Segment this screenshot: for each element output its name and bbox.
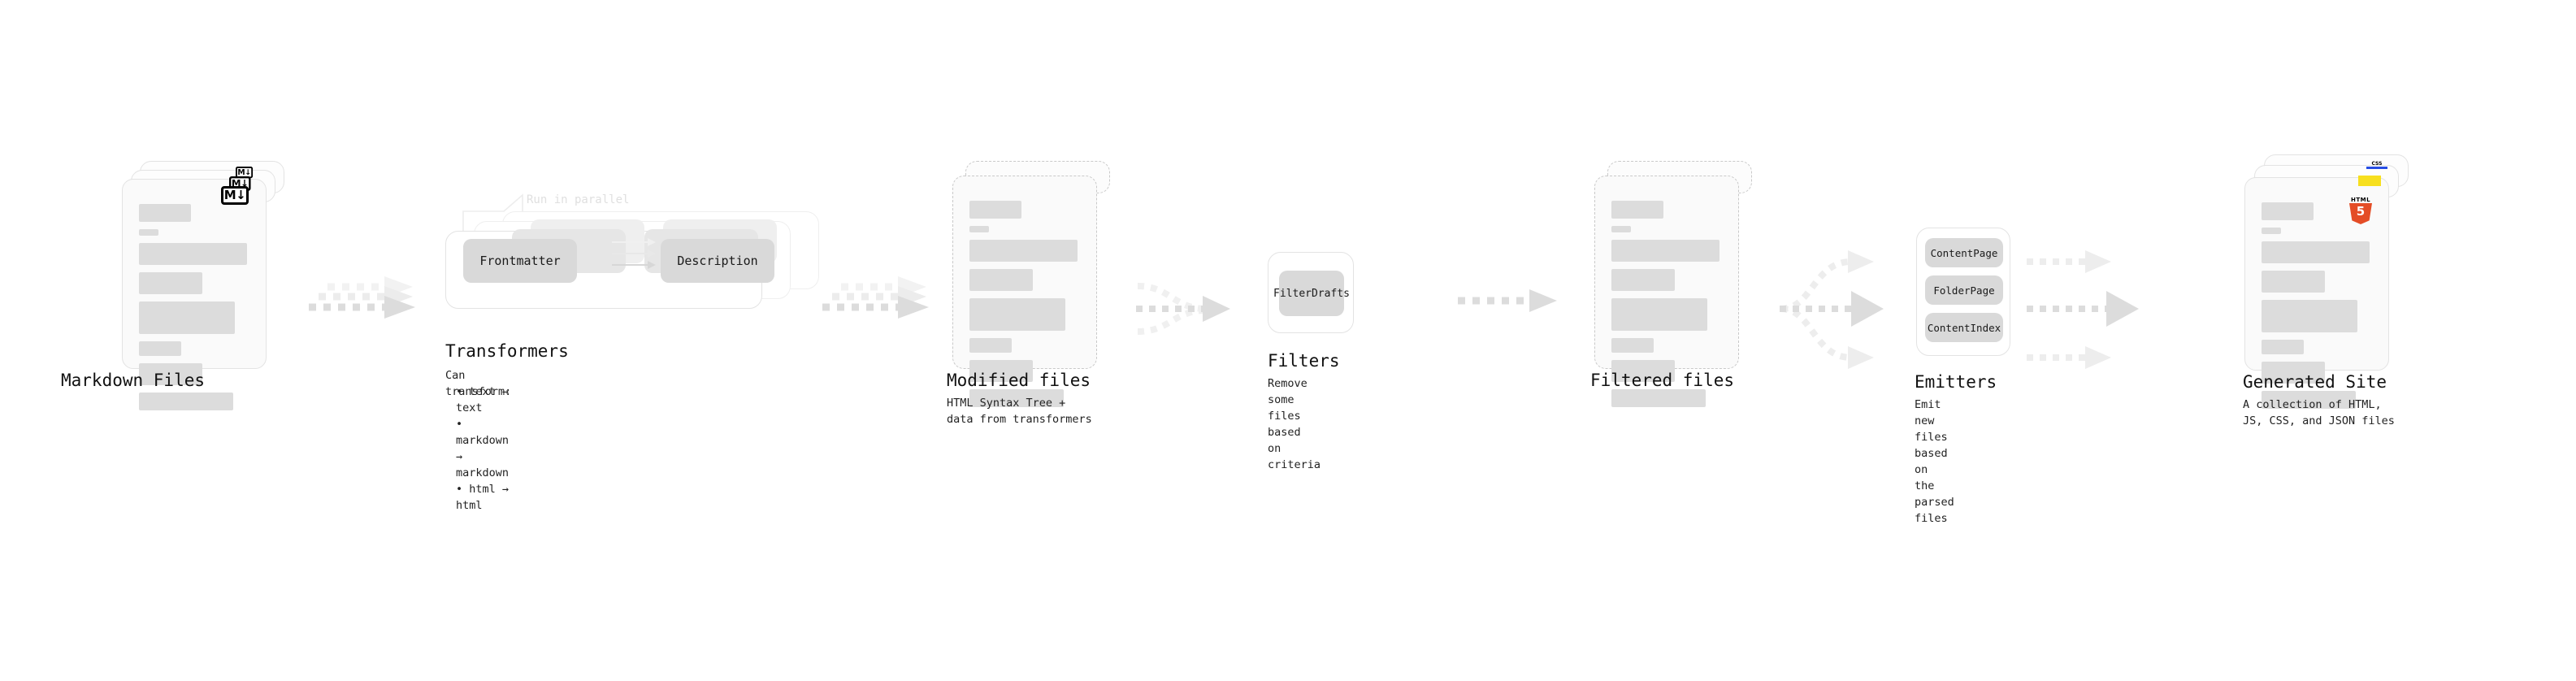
filters-subtitle: Remove some files based on criteria: [1268, 377, 1321, 471]
arrow-emitters-to-site: [2022, 237, 2168, 375]
stage-generated-site[interactable]: CSS HTML Generated Site A collection of …: [2243, 154, 2431, 427]
arrow-markdown-to-transformers: [307, 276, 429, 333]
arrow-transformers-to-modified: [821, 276, 943, 333]
arrow-glyph: [1458, 289, 1557, 312]
transformer-chip-description[interactable]: Description: [661, 239, 774, 283]
modified-card-front[interactable]: [952, 176, 1097, 407]
run-in-parallel-note: Run in parallel: [527, 193, 630, 206]
modified-card-skeleton: [953, 176, 1096, 407]
emitters-subtitle: Emit new files based on the parsed files: [1915, 398, 1954, 525]
markdown-card-skeleton: [123, 180, 266, 410]
transformers-subtitle: Can transform:: [445, 369, 512, 398]
html5-icon-shield: [2349, 203, 2372, 224]
html5-icon-label: HTML: [2350, 197, 2371, 203]
emitter-chip-folderpage[interactable]: FolderPage: [1925, 275, 2003, 305]
html5-icon: HTML: [2348, 197, 2373, 224]
arrow-glyph: [1780, 250, 1884, 369]
filter-chip-filterdrafts-label: FilterDrafts: [1273, 287, 1350, 300]
modified-files-title: Modified files: [947, 371, 1091, 390]
markdown-icon-label-b1: M↓: [231, 177, 249, 189]
javascript-icon: [2358, 176, 2381, 186]
filter-chip-filterdrafts[interactable]: FilterDrafts: [1273, 271, 1350, 316]
emitters-box[interactable]: ContentPage FolderPage ContentIndex: [1916, 228, 2010, 356]
arrow-filtered-to-emitters: [1773, 237, 1911, 375]
transformers-title: Transformers: [445, 341, 569, 361]
filtered-files-title: Filtered files: [1590, 371, 1735, 390]
transformer-chip-frontmatter[interactable]: Frontmatter: [463, 239, 577, 283]
transformers-bullet-2: • html → html: [456, 483, 510, 512]
markdown-icon-label: M↓: [223, 188, 246, 202]
markdown-card-front[interactable]: [122, 179, 267, 410]
emitter-chip-contentpage[interactable]: ContentPage: [1925, 238, 2003, 267]
filtered-card-skeleton: [1595, 176, 1738, 407]
transformers-bullet-1: • markdown → markdown: [456, 418, 510, 479]
markdown-icon-label-b2: M↓: [237, 167, 251, 177]
filters-title: Filters: [1268, 351, 1340, 371]
emitter-chip-folderpage-label: FolderPage: [1933, 284, 1995, 297]
css3-icon: CSS: [2366, 161, 2387, 171]
transformer-chip-frontmatter-label: Frontmatter: [479, 254, 561, 268]
emitter-chip-contentindex-label: ContentIndex: [1927, 321, 2001, 334]
arrow-modified-to-filters: [1131, 268, 1261, 358]
css3-icon-label: CSS: [2371, 161, 2383, 167]
stage-markdown-files[interactable]: M↓ M↓ M↓ Markdown Files: [61, 161, 301, 410]
markdown-icon: M↓: [221, 186, 249, 205]
generated-site-subtitle: A collection of HTML, JS, CSS, and JSON …: [2243, 398, 2395, 427]
emitters-title: Emitters: [1915, 372, 1997, 392]
transformers-bullet-0: • text → text: [456, 385, 510, 414]
filtered-card-front[interactable]: [1594, 176, 1739, 407]
css3-icon-rule: [2366, 167, 2387, 169]
stage-filtered-files[interactable]: Filtered files: [1590, 161, 1773, 407]
arrow-glyph: [1136, 283, 1230, 335]
modified-files-subtitle: HTML Syntax Tree + data from transformer…: [947, 397, 1092, 426]
transformers-bullets: • text → text • markdown → markdown • ht…: [445, 384, 509, 514]
emitter-chip-contentpage-label: ContentPage: [1930, 246, 1998, 259]
run-in-parallel-leader: [462, 193, 523, 239]
arrow-glyph: [309, 276, 415, 319]
arrow-filters-to-filtered: [1455, 283, 1576, 323]
stage-modified-files[interactable]: Modified files HTML Syntax Tree + data f…: [947, 161, 1131, 426]
markdown-files-title: Markdown Files: [61, 371, 206, 390]
arrow-glyph: [2027, 250, 2139, 369]
transformer-chip-description-label: Description: [677, 254, 758, 268]
site-card-skeleton: [2245, 178, 2388, 409]
arrow-glyph: [822, 276, 929, 319]
emitter-chip-contentindex[interactable]: ContentIndex: [1925, 313, 2003, 342]
filters-box[interactable]: FilterDrafts: [1268, 252, 1354, 333]
transformer-inner-arrows: [612, 238, 656, 269]
generated-site-title: Generated Site: [2243, 372, 2387, 392]
